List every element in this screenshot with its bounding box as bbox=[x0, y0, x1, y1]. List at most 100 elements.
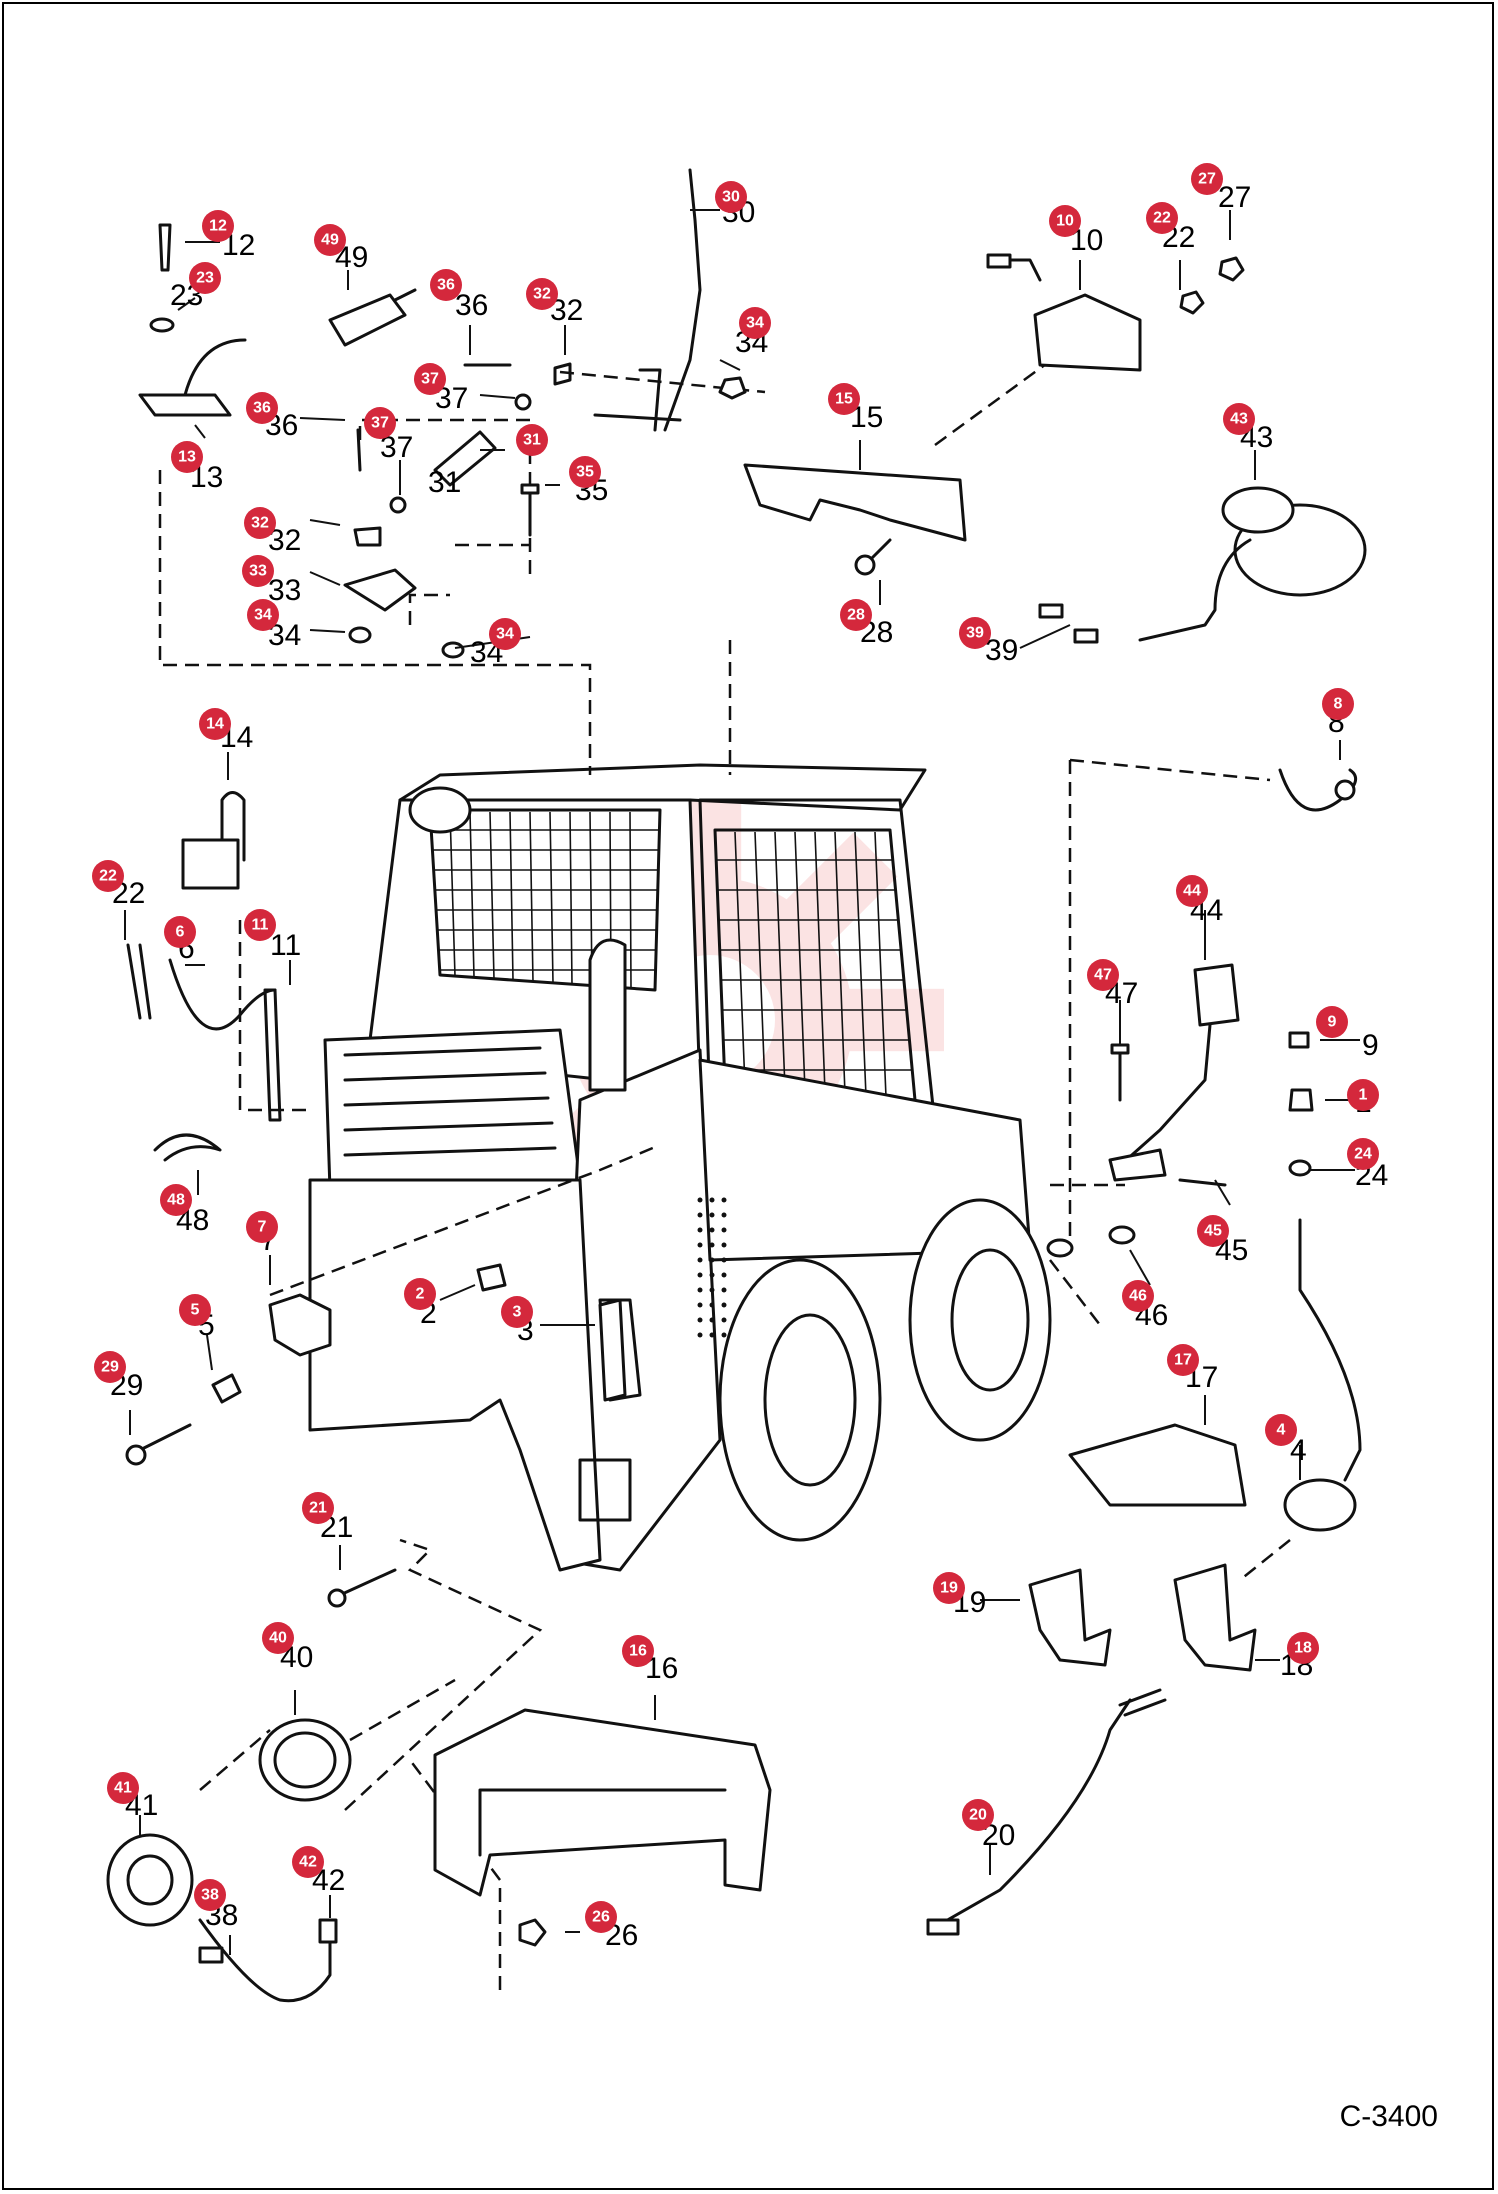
badge-22[interactable]: 22 bbox=[92, 860, 124, 892]
svg-text:29: 29 bbox=[101, 1359, 119, 1376]
leader-lines bbox=[124, 209, 1360, 1955]
svg-text:11: 11 bbox=[252, 917, 269, 934]
badge-38[interactable]: 38 bbox=[194, 1879, 226, 1911]
part-18-bracket bbox=[1173, 1563, 1257, 1672]
part-10-module bbox=[1033, 293, 1142, 372]
svg-text:31: 31 bbox=[523, 432, 541, 449]
badge-47[interactable]: 47 bbox=[1087, 959, 1119, 991]
badge-17[interactable]: 17 bbox=[1167, 1344, 1199, 1376]
badge-5[interactable]: 5 bbox=[179, 1294, 211, 1326]
badge-11[interactable]: 11 bbox=[244, 909, 276, 941]
svg-text:30: 30 bbox=[722, 189, 740, 206]
badge-15[interactable]: 15 bbox=[828, 383, 860, 415]
badge-34b[interactable]: 34 bbox=[247, 599, 279, 631]
part-26-nut bbox=[518, 1918, 547, 1947]
svg-text:16: 16 bbox=[629, 1643, 647, 1660]
part-25-nut bbox=[1288, 1159, 1312, 1177]
badge-45[interactable]: 45 bbox=[1197, 1215, 1229, 1247]
badge-46[interactable]: 46 bbox=[1122, 1280, 1154, 1312]
part-21-bolt bbox=[338, 1568, 397, 1597]
svg-text:17: 17 bbox=[1174, 1352, 1192, 1369]
svg-text:5: 5 bbox=[191, 1302, 200, 1319]
badge-42[interactable]: 42 bbox=[292, 1846, 324, 1878]
svg-text:22: 22 bbox=[99, 868, 117, 885]
part-41-lamp bbox=[106, 1833, 194, 1927]
badge-49[interactable]: 49 bbox=[314, 224, 346, 256]
badge-43[interactable]: 43 bbox=[1223, 403, 1255, 435]
badge-21[interactable]: 21 bbox=[302, 1492, 334, 1524]
svg-text:27: 27 bbox=[1198, 171, 1216, 188]
badge-7[interactable]: 7 bbox=[246, 1211, 278, 1243]
svg-text:21: 21 bbox=[309, 1500, 327, 1517]
svg-text:26: 26 bbox=[592, 1909, 610, 1926]
badge-26[interactable]: 26 bbox=[585, 1901, 617, 1933]
badge-32[interactable]: 32 bbox=[526, 278, 558, 310]
svg-text:42: 42 bbox=[299, 1854, 317, 1871]
badge-2[interactable]: 2 bbox=[404, 1278, 436, 1310]
badge-12[interactable]: 12 bbox=[202, 210, 234, 242]
badge-9[interactable]: 9 bbox=[1316, 1006, 1348, 1038]
part-16-box bbox=[433, 1708, 772, 1897]
svg-text:2: 2 bbox=[416, 1286, 425, 1303]
badge-14[interactable]: 14 bbox=[199, 708, 231, 740]
badge-24[interactable]: 23 bbox=[189, 262, 221, 294]
badge-34[interactable]: 34 bbox=[739, 307, 771, 339]
badge-30[interactable]: 30 bbox=[715, 181, 747, 213]
badge-19[interactable]: 19 bbox=[933, 1572, 965, 1604]
part-12-screw bbox=[158, 223, 172, 272]
badge-31[interactable]: 31 bbox=[516, 424, 548, 456]
badge-36[interactable]: 36 bbox=[430, 269, 462, 301]
label-36: 36 bbox=[455, 289, 488, 322]
badge-1[interactable]: 1 bbox=[1347, 1079, 1379, 1111]
part-33-plate bbox=[343, 568, 417, 612]
svg-text:36: 36 bbox=[253, 400, 271, 417]
part-28-bolt bbox=[868, 538, 892, 562]
badge-44[interactable]: 44 bbox=[1176, 875, 1208, 907]
badge-33[interactable]: 33 bbox=[242, 555, 274, 587]
badge-18[interactable]: 18 bbox=[1287, 1632, 1319, 1664]
badge-4[interactable]: 4 bbox=[1265, 1414, 1297, 1446]
badge-34c[interactable]: 34 bbox=[489, 618, 521, 650]
part-24-washer bbox=[149, 317, 175, 333]
svg-text:9: 9 bbox=[1328, 1014, 1337, 1031]
loader-body bbox=[308, 763, 1052, 1572]
badge-28[interactable]: 28 bbox=[840, 599, 872, 631]
badge-10[interactable]: 10 bbox=[1049, 205, 1081, 237]
badge-20[interactable]: 20 bbox=[962, 1799, 994, 1831]
part-23-nut bbox=[1179, 290, 1205, 315]
part-19-bracket bbox=[1028, 1568, 1112, 1667]
badge-48[interactable]: 48 bbox=[160, 1184, 192, 1216]
drawing-code: C-3400 bbox=[1339, 2100, 1438, 2133]
badge-41[interactable]: 41 bbox=[107, 1772, 139, 1804]
badge-36b[interactable]: 36 bbox=[246, 392, 278, 424]
badge-37b[interactable]: 37 bbox=[364, 407, 396, 439]
svg-text:37: 37 bbox=[371, 415, 389, 432]
part-15-bracket bbox=[743, 463, 967, 542]
badge-16[interactable]: 16 bbox=[622, 1635, 654, 1667]
badge-39[interactable]: 39 bbox=[959, 617, 991, 649]
badge-35[interactable]: 35 bbox=[569, 456, 601, 488]
badge-23[interactable]: 22 bbox=[1146, 202, 1178, 234]
badge-32b[interactable]: 32 bbox=[244, 507, 276, 539]
svg-text:44: 44 bbox=[1183, 883, 1201, 900]
badge-3[interactable]: 3 bbox=[501, 1296, 533, 1328]
badge-6[interactable]: 6 bbox=[164, 916, 196, 948]
part-4-harness bbox=[1298, 1218, 1362, 1482]
badge-29[interactable]: 29 bbox=[94, 1351, 126, 1383]
part-17-plate bbox=[1068, 1423, 1247, 1507]
tire-rear bbox=[908, 1198, 1052, 1442]
svg-text:32: 32 bbox=[251, 515, 269, 532]
svg-text:3: 3 bbox=[513, 1304, 522, 1321]
part-6-cable bbox=[168, 958, 277, 1031]
badge-37[interactable]: 37 bbox=[414, 363, 446, 395]
part-3-grip bbox=[598, 1298, 627, 1402]
badge-8[interactable]: 8 bbox=[1322, 688, 1354, 720]
svg-text:48: 48 bbox=[167, 1192, 185, 1209]
badge-27[interactable]: 27 bbox=[1191, 163, 1223, 195]
label-31: 31 bbox=[428, 466, 461, 499]
part-9-cap bbox=[1288, 1031, 1310, 1049]
badge-13[interactable]: 13 bbox=[171, 441, 203, 473]
badge-40[interactable]: 40 bbox=[262, 1622, 294, 1654]
badge-25[interactable]: 24 bbox=[1347, 1138, 1379, 1170]
